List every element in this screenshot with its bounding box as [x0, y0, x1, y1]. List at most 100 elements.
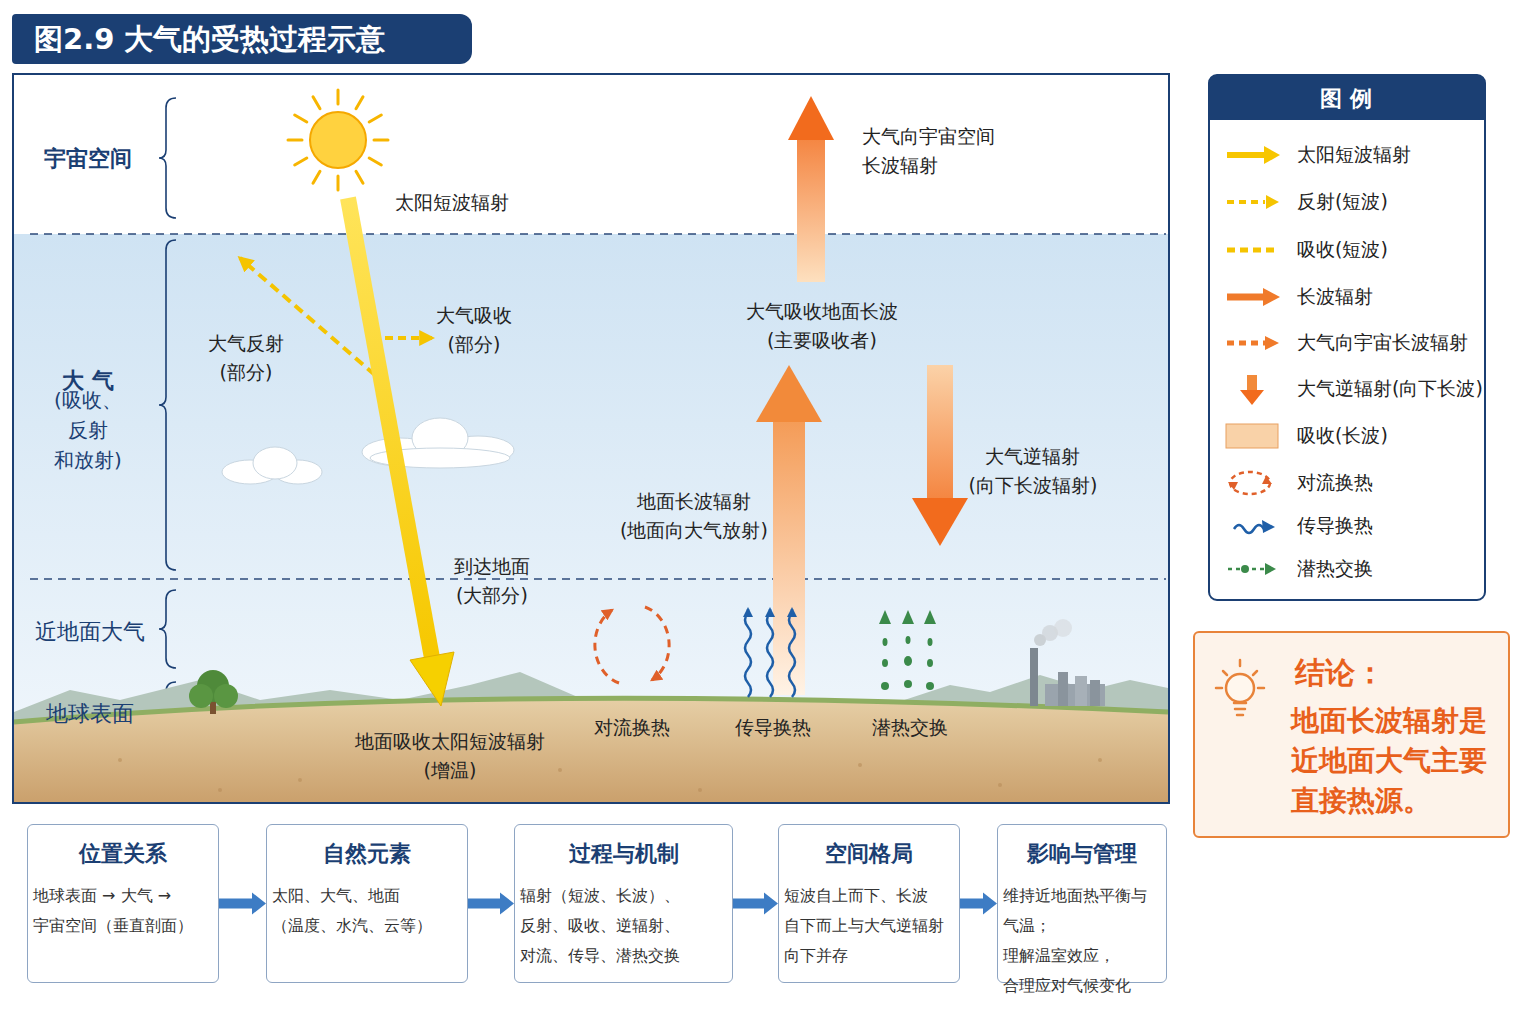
solar-ray-arrow — [410, 652, 454, 706]
sun — [356, 171, 363, 183]
space-longwave-arrow — [797, 138, 825, 282]
conduction-symbol — [789, 609, 795, 697]
ground — [698, 788, 702, 792]
legend-sample — [1262, 476, 1272, 484]
latent-heat-symbol — [926, 682, 934, 690]
ground — [298, 778, 302, 782]
tree — [214, 684, 238, 708]
legend-swatch — [1226, 424, 1278, 448]
lightbulb-icon — [1234, 703, 1246, 715]
sun — [313, 171, 320, 183]
latent-heat-symbol — [902, 610, 914, 624]
legend-sample — [1227, 152, 1266, 158]
process-label: 潜热交换 — [872, 713, 948, 742]
sun — [295, 158, 307, 165]
process-label: 大气反射 (部分) — [208, 329, 284, 386]
counter-radiation-arrow — [912, 365, 968, 546]
legend-sample — [1266, 195, 1279, 209]
latent-heat-symbol — [904, 656, 912, 666]
title-text: 图2.9 大气的受热过程示意 — [34, 22, 385, 56]
legend-sample — [1227, 294, 1265, 301]
legend-sample — [1227, 341, 1265, 346]
sun — [374, 139, 388, 142]
box-body: 维持近地面热平衡与 气温；理解温室效应， 合理应对气候变化 — [1003, 881, 1161, 1001]
space-longwave-arrow — [788, 96, 834, 282]
box-heading: 结论： — [1295, 653, 1385, 694]
latent-heat-symbol — [904, 680, 912, 688]
flow-arrow — [960, 893, 997, 915]
flow-arrow — [219, 893, 266, 915]
title-banner: 图2.9 大气的受热过程示意 — [12, 14, 472, 64]
latent-heat-symbol — [883, 638, 888, 646]
factory — [1075, 676, 1087, 706]
legend-label: 太阳短波辐射 — [1297, 142, 1411, 168]
panel-border — [13, 74, 1169, 803]
process-label: 地面长波辐射 (地面向大气放射) — [620, 487, 768, 544]
latent-heat-symbol — [906, 636, 911, 644]
ground — [14, 698, 1168, 722]
aspect-box: 空间格局短波自上而下、长波 自下而上与大气逆辐射 向下并存 — [778, 824, 960, 983]
legend-label: 吸收(短波) — [1297, 237, 1388, 263]
ground — [14, 698, 1168, 803]
process-label: 大气吸收 (部分) — [436, 301, 512, 358]
ground — [1098, 758, 1102, 762]
factory — [1030, 619, 1105, 706]
legend-label: 潜热交换 — [1297, 556, 1373, 582]
ground — [558, 768, 562, 772]
legend-heading: 图 例 — [1320, 82, 1372, 115]
legend-sample — [1227, 248, 1278, 253]
box-body: 太阳、大气、地面 （温度、水汽、云等） — [272, 881, 462, 941]
latent-heat-symbol — [879, 610, 936, 690]
convection-symbol — [645, 607, 669, 680]
main-panel — [14, 234, 1168, 724]
process-label: 到达地面 (大部分) — [454, 552, 530, 609]
absorb-arrow — [385, 336, 432, 340]
latent-heat-symbol — [879, 610, 891, 624]
main-panel — [13, 74, 1169, 803]
aspect-box: 影响与管理维持近地面热平衡与 气温；理解温室效应， 合理应对气候变化 — [997, 824, 1167, 983]
sun — [313, 97, 320, 109]
layer-bracket — [159, 240, 176, 570]
legend-label: 传导换热 — [1297, 513, 1373, 539]
legend-sample — [1263, 288, 1280, 306]
legend-label: 大气向宇宙长波辐射 — [1297, 330, 1468, 356]
box-body: 辐射（短波、长波）、 反射、吸收、逆辐射、 对流、传导、潜热交换 — [520, 881, 727, 971]
legend-sample — [1226, 146, 1280, 575]
ground — [118, 758, 122, 762]
legend-sample — [1247, 375, 1257, 392]
factory — [1058, 672, 1068, 706]
box-heading: 空间格局 — [779, 825, 959, 869]
process-label: 传导换热 — [735, 713, 811, 742]
space-longwave-arrow — [788, 96, 834, 140]
convection-symbol — [595, 607, 669, 683]
tree — [189, 684, 213, 708]
legend-sample — [1227, 200, 1265, 204]
latent-heat-symbol — [882, 659, 888, 667]
solar-ray-arrow — [348, 198, 432, 658]
ground — [14, 698, 1168, 803]
lightbulb-icon — [1216, 660, 1264, 715]
legend-label: 大气逆辐射(向下长波) — [1297, 376, 1483, 402]
sun — [310, 112, 366, 168]
ground — [118, 758, 1102, 792]
latent-heat-symbol — [881, 682, 889, 690]
ground — [998, 783, 1002, 787]
sun — [369, 158, 381, 165]
layer-label: (吸收、反射 和放射) — [54, 385, 122, 475]
legend-box — [1209, 75, 1485, 600]
ground — [858, 763, 862, 767]
flow-arrow — [733, 893, 778, 915]
factory — [1030, 648, 1038, 706]
legend-label: 对流换热 — [1297, 470, 1373, 496]
sun — [288, 139, 302, 142]
layer-bracket — [159, 98, 176, 218]
process-label: 大气逆辐射 (向下长波辐射) — [969, 442, 1098, 499]
legend-sample — [1241, 565, 1249, 573]
conduction-symbol — [767, 609, 773, 697]
layer-label: 近地面大气 — [35, 615, 145, 648]
conclusion-box: 结论：地面长波辐射是近地面大气主要直接热源。 — [1193, 631, 1510, 838]
sun — [295, 115, 307, 122]
process-label: 太阳短波辐射 — [395, 188, 509, 217]
